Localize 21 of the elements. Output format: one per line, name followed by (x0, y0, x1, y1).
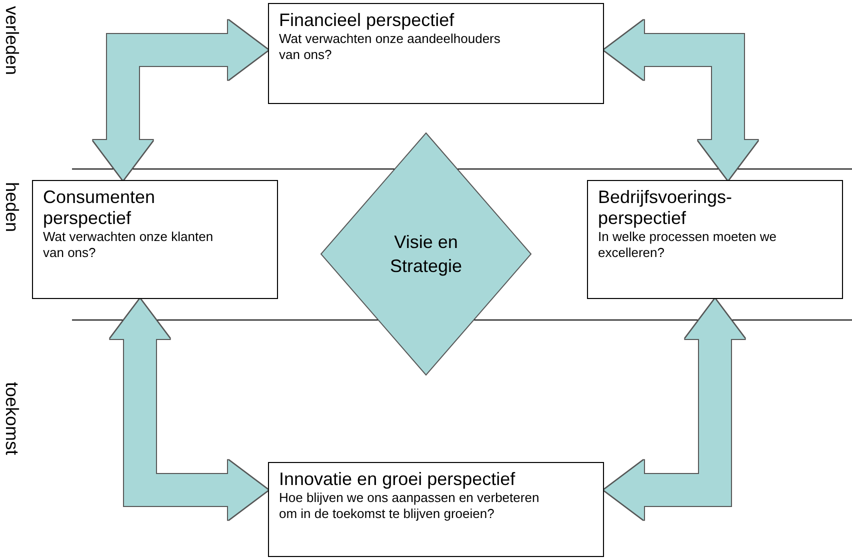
box-description: In welke processen moeten we excelleren? (598, 229, 778, 261)
box-description: Wat verwachten onze klanten van ons? (43, 229, 214, 261)
time-label: heden (1, 182, 22, 232)
block-arrow (110, 299, 268, 520)
block-arrow (604, 299, 745, 520)
box-description: Hoe blijven we ons aanpassen en verbeteren om in de toekomst te blijven groeien? (279, 490, 540, 522)
block-arrow (604, 20, 758, 180)
diamond-shape (320, 132, 532, 376)
perspective-box (32, 180, 278, 299)
box-heading: Innovatie en groei perspectief (279, 469, 516, 490)
diamond-label: Visie en Strategie (388, 231, 464, 278)
perspective-box (268, 462, 604, 557)
perspective-box (587, 180, 843, 299)
block-arrow (93, 20, 268, 180)
time-label: verleden (1, 6, 22, 76)
perspective-box (268, 3, 604, 104)
time-label: toekomst (1, 382, 22, 456)
box-description: Wat verwachten onze aandeelhouders van ons? (279, 31, 502, 63)
box-heading: Consumenten perspectief (43, 187, 156, 229)
box-heading: Financieel perspectief (279, 10, 456, 31)
box-heading: Bedrijfsvoerings-perspectief (598, 187, 734, 229)
